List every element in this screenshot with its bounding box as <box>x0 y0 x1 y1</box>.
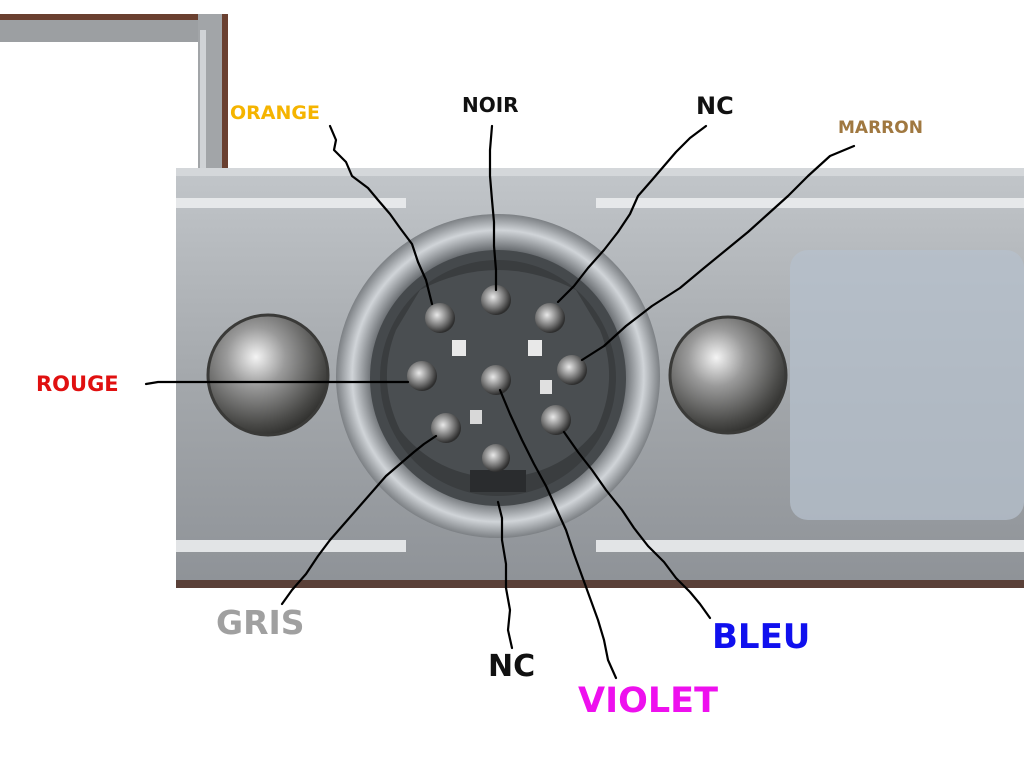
right-screw <box>668 315 788 435</box>
pin-gris <box>431 413 461 443</box>
label-noir: NOIR <box>462 93 519 117</box>
label-sticker <box>790 250 1024 520</box>
leader-bleu <box>562 430 712 620</box>
pin-orange <box>425 303 455 333</box>
pin-noir <box>481 285 511 315</box>
pin-nc-bottom <box>482 444 510 472</box>
leader-lines <box>144 124 856 680</box>
pin-marron <box>557 355 587 385</box>
leader-rouge <box>144 380 410 386</box>
leader-violet <box>498 388 618 680</box>
label-marron: MARRON <box>838 118 923 138</box>
connector-pins <box>407 285 587 472</box>
leader-gris <box>280 434 438 606</box>
label-nc-top: NC <box>696 92 734 120</box>
leader-nc-top <box>556 124 708 304</box>
label-orange: ORANGE <box>230 102 320 124</box>
pin-slot <box>528 340 542 356</box>
pin-slot <box>452 340 466 356</box>
label-violet: VIOLET <box>578 681 718 721</box>
pin-bleu <box>541 405 571 435</box>
pin-slot <box>470 410 482 424</box>
leader-marron <box>580 144 856 362</box>
label-bleu: BLEU <box>712 617 811 657</box>
label-gris: GRIS <box>216 603 305 642</box>
leader-nc-bottom <box>496 500 514 650</box>
leader-orange <box>328 124 434 306</box>
left-screw <box>206 313 330 437</box>
pin-slot <box>540 380 552 394</box>
pin-rouge <box>407 361 437 391</box>
leader-noir <box>488 124 498 292</box>
connector-notch <box>470 470 526 492</box>
label-rouge: ROUGE <box>36 372 119 396</box>
pin-nc-top <box>535 303 565 333</box>
metal-bracket <box>0 14 228 174</box>
pin-violet <box>481 365 511 395</box>
label-nc-bottom: NC <box>488 649 536 684</box>
